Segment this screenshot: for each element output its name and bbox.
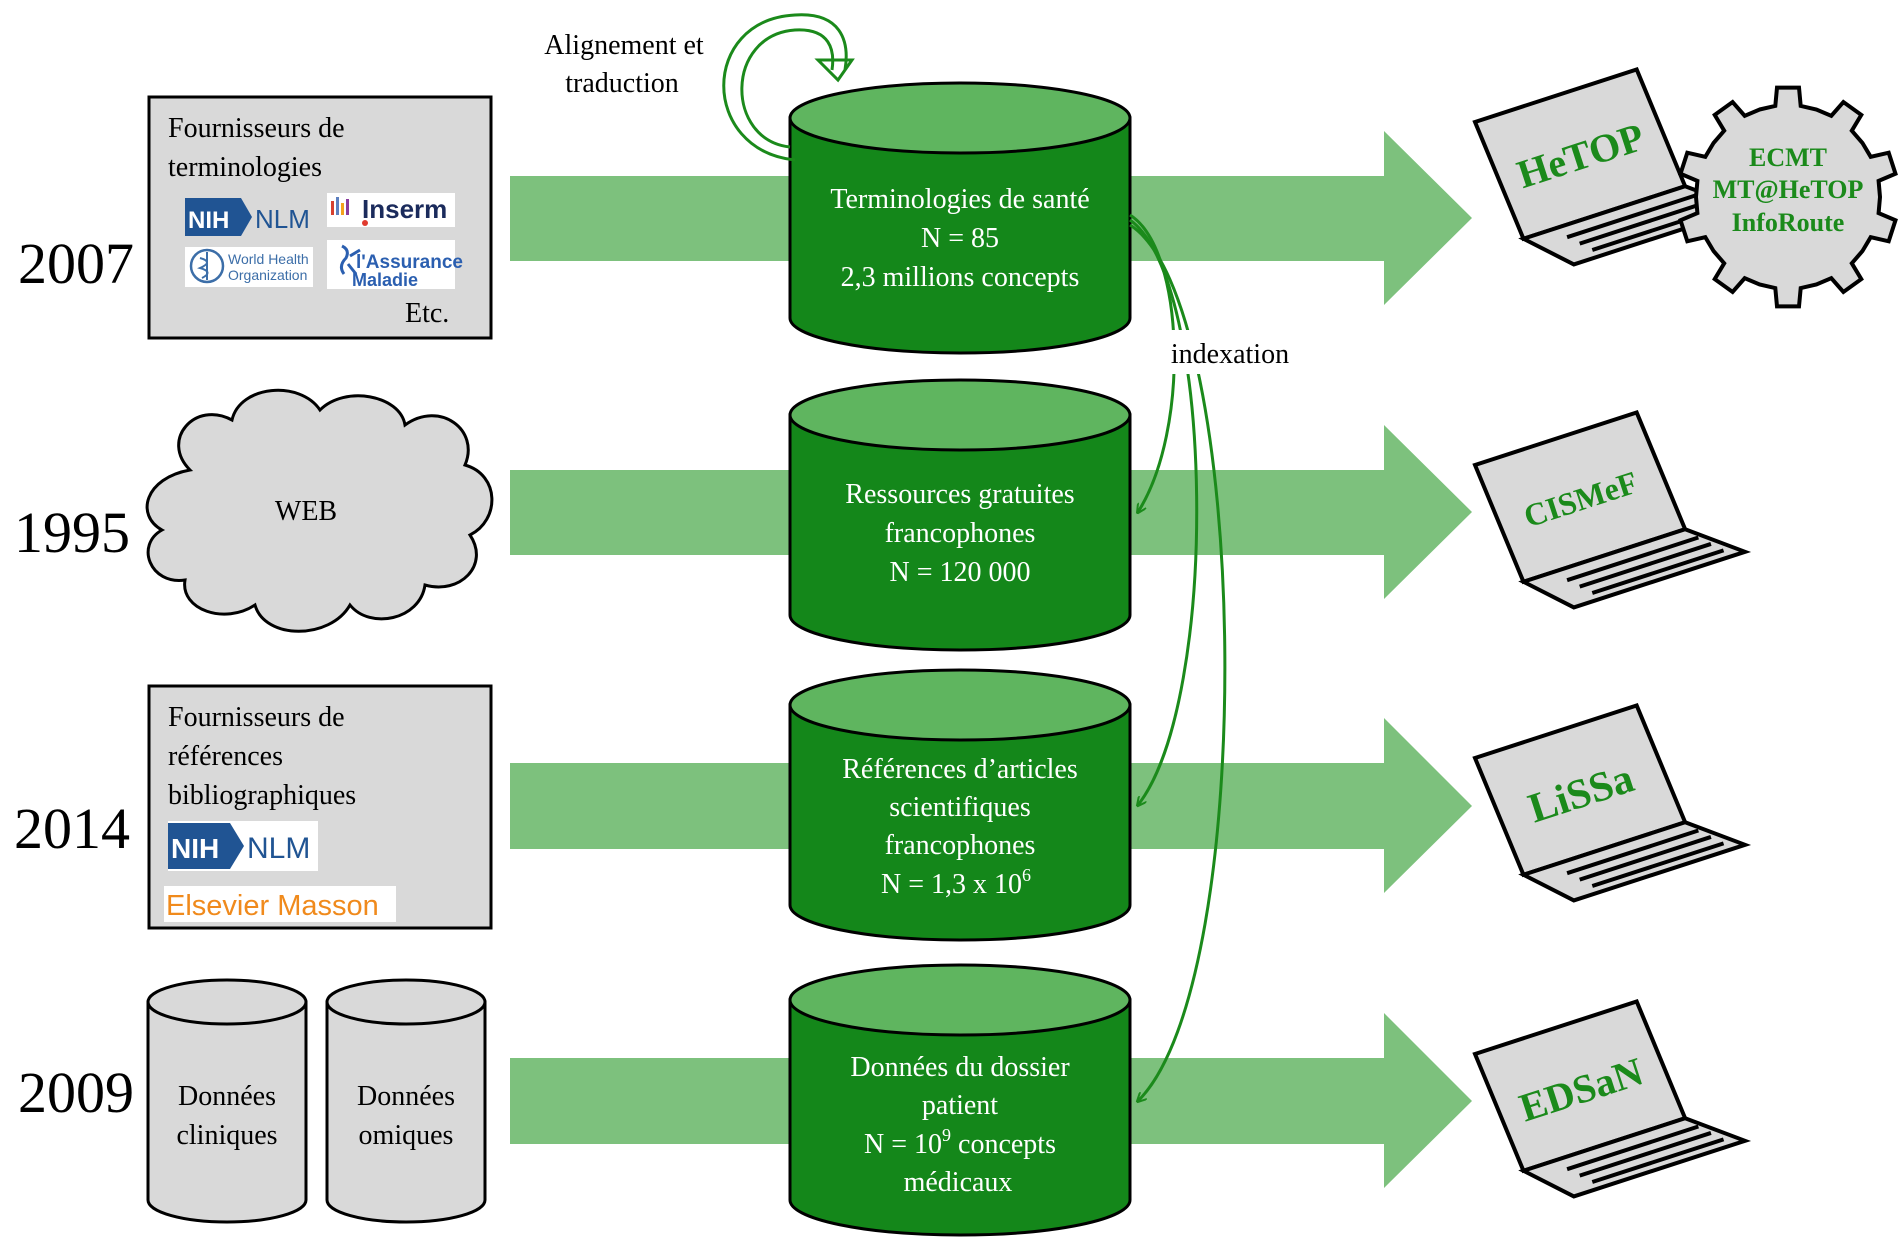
year-label: 1995: [14, 500, 130, 565]
svg-text:cliniques: cliniques: [176, 1120, 277, 1151]
gear-line1: ECMT: [1749, 143, 1827, 172]
gear-icon: ECMT MT@HeTOP InfoRoute: [1678, 85, 1898, 309]
row-2009: 2009 Données cliniques Données omiques D…: [18, 963, 1752, 1237]
database-line1: Références d’articles: [842, 754, 1078, 785]
database-line4: médicaux: [904, 1167, 1013, 1198]
database-line2: francophones: [885, 518, 1036, 549]
database-line3: N = 120 000: [889, 557, 1030, 588]
svg-text:World Health: World Health: [228, 251, 309, 267]
alignment-loop-arrow: Alignement et traduction: [528, 13, 855, 162]
clinical-data-cylinder: Données cliniques: [146, 978, 308, 1224]
who-logo: World Health Organization: [185, 247, 313, 287]
cismef-laptop: CISMeF: [1472, 409, 1752, 610]
terminology-providers-box: Fournisseurs de terminologies NIH NLM In…: [147, 95, 493, 340]
nih-nlm-logo: NIH NLM: [168, 821, 318, 871]
database-line1: Ressources gratuites: [845, 479, 1074, 510]
nih-nlm-logo: NIH NLM: [185, 198, 310, 236]
database-line1: Données du dossier: [850, 1052, 1070, 1083]
svg-text:Données: Données: [357, 1081, 455, 1112]
elsevier-masson-logo: Elsevier Masson: [164, 886, 396, 922]
database-line1: Terminologies de santé: [830, 184, 1089, 215]
hetop-laptop: HeTOP: [1472, 66, 1752, 267]
database-line2: scientifiques: [889, 792, 1031, 823]
svg-text:Elsevier Masson: Elsevier Masson: [166, 890, 379, 922]
database-references: Références d’articles scientifiques fran…: [788, 668, 1132, 942]
row-1995: 1995 WEB Ressources gratuites francophon…: [14, 378, 1752, 652]
who-emblem-icon: [189, 248, 225, 284]
database-terminologies: Terminologies de santé N = 85 2,3 millio…: [788, 81, 1132, 355]
database-line2: N = 85: [921, 223, 999, 254]
svg-text:Données: Données: [178, 1081, 276, 1112]
providers-title-line2: terminologies: [168, 152, 322, 183]
database-count: N = 1,3 x 106: [881, 865, 1031, 900]
svg-text:NIH: NIH: [171, 833, 219, 864]
providers-title-line1: Fournisseurs de: [168, 113, 345, 144]
svg-text:NLM: NLM: [247, 832, 310, 865]
database-count: N = 109 concepts: [864, 1125, 1056, 1160]
year-label: 2009: [18, 1060, 134, 1125]
lissa-laptop: LiSSa: [1472, 702, 1752, 903]
providers-title-line2: références: [168, 741, 283, 772]
providers-title-line1: Fournisseurs de: [168, 702, 345, 733]
svg-text:NIH: NIH: [188, 207, 229, 234]
alignment-label-line1: Alignement et: [544, 30, 704, 61]
database-line3: 2,3 millions concepts: [841, 262, 1080, 293]
gear-line2: MT@HeTOP: [1713, 175, 1864, 204]
assurance-maladie-figure-icon: [339, 244, 361, 275]
svg-text:Inserm: Inserm: [362, 194, 447, 224]
inserm-logo: Inserm: [327, 193, 455, 227]
indexation-label: indexation: [1171, 339, 1289, 370]
edsan-laptop: EDSaN: [1472, 998, 1752, 1199]
svg-text:omiques: omiques: [359, 1120, 454, 1151]
assurance-maladie-logo: l'Assurance Maladie: [327, 240, 463, 290]
gear-line3: InfoRoute: [1732, 208, 1845, 237]
cloud-label: WEB: [275, 496, 337, 527]
indexation-arrow-references: [1129, 218, 1199, 805]
svg-text:Organization: Organization: [228, 267, 307, 283]
indexation-arrow-patient: [1129, 223, 1227, 1101]
year-label: 2007: [18, 231, 134, 296]
database-patient-records: Données du dossier patient N = 109 conce…: [788, 963, 1132, 1237]
database-line2: patient: [922, 1090, 998, 1121]
indexation-arrows: [1129, 213, 1308, 1101]
alignment-label-line2: traduction: [565, 68, 679, 99]
year-label: 2014: [14, 796, 130, 861]
bibliographic-providers-box: Fournisseurs de références bibliographiq…: [147, 684, 493, 930]
database-resources: Ressources gratuites francophones N = 12…: [788, 378, 1132, 652]
providers-etc-label: Etc.: [405, 298, 449, 329]
svg-text:l'Assurance: l'Assurance: [356, 252, 463, 273]
row-2014: 2014 Fournisseurs de références bibliogr…: [14, 668, 1752, 942]
omics-data-cylinder: Données omiques: [325, 978, 487, 1224]
database-line3: francophones: [885, 830, 1036, 861]
svg-text:Maladie: Maladie: [352, 270, 418, 290]
providers-title-line3: bibliographiques: [168, 780, 356, 811]
svg-text:NLM: NLM: [255, 204, 310, 234]
row-2007: 2007 Fournisseurs de terminologies NIH N…: [18, 66, 1898, 355]
web-cloud-icon: WEB: [145, 388, 494, 633]
